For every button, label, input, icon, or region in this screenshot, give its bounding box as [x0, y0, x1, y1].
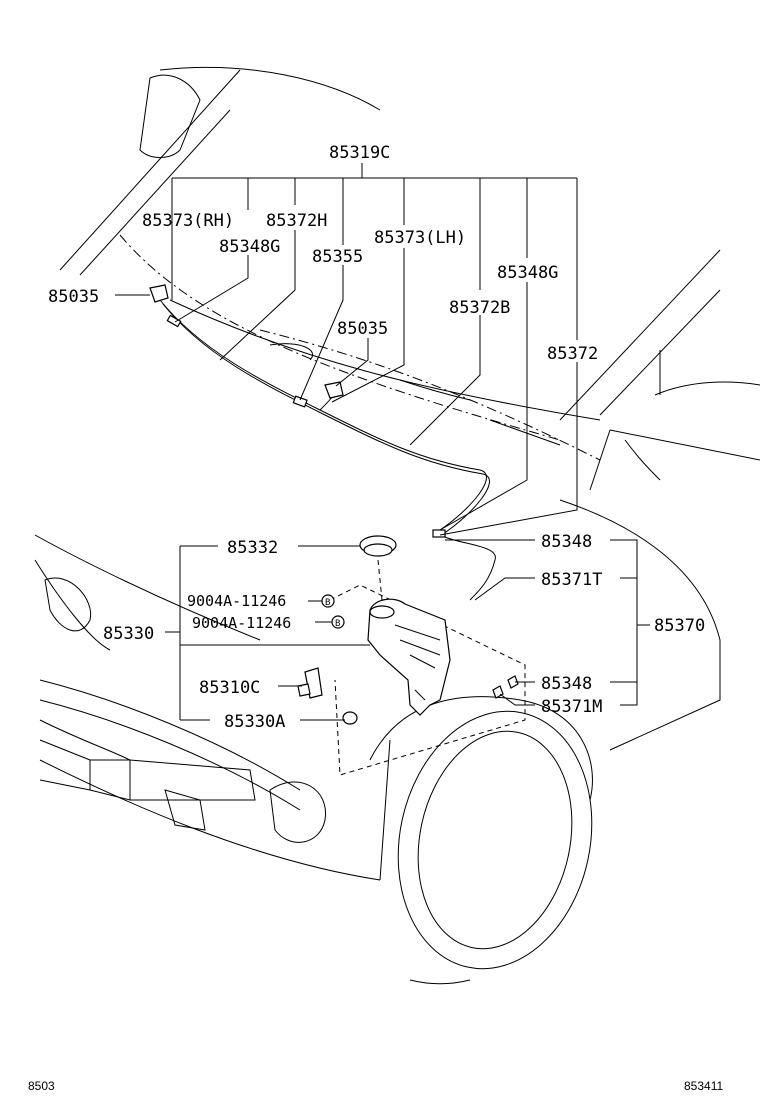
footer-right-code: 853411 — [684, 1079, 723, 1093]
hose-assembly — [149, 284, 496, 601]
hose-joint-85355 — [292, 395, 308, 408]
label-85373-lh: 85373(LH) — [374, 228, 466, 248]
leader-lines — [115, 230, 650, 721]
part-labels: 85319C 85373(RH) 85372H 85348G 85355 853… — [48, 143, 705, 732]
label-85035-left: 85035 — [48, 287, 99, 307]
connector-85348b — [507, 675, 519, 689]
label-85035-right: 85035 — [337, 319, 388, 339]
label-85332: 85332 — [227, 538, 278, 558]
washer-tank — [367, 598, 451, 716]
bolt-symbol-2: B — [335, 619, 340, 629]
label-85348-top: 85348 — [541, 532, 592, 552]
label-85372: 85372 — [547, 344, 598, 364]
label-85330: 85330 — [103, 624, 154, 644]
bracket-85319c — [171, 163, 578, 340]
washer-nozzle-lh — [324, 381, 344, 399]
pump-grommet — [342, 711, 358, 725]
hose-joint-85348 — [432, 529, 446, 538]
label-85371m: 85371M — [541, 697, 602, 717]
bolt-symbol-1: B — [325, 598, 330, 608]
label-85348g-right: 85348G — [497, 263, 558, 283]
label-85348-bottom: 85348 — [541, 674, 592, 694]
label-85319c: 85319C — [329, 143, 390, 163]
label-85370: 85370 — [654, 616, 705, 636]
label-85330a: 85330A — [224, 712, 285, 732]
hose-joint-85348g — [166, 314, 182, 328]
washer-nozzle-rh — [149, 284, 169, 303]
footer-left-code: 8503 — [28, 1079, 55, 1093]
connector-85371m — [492, 685, 504, 699]
label-90004a-2: 9004A-11246 — [192, 614, 291, 632]
label-90004a-1: 9004A-11246 — [187, 592, 286, 610]
label-85373-rh: 85373(RH) — [142, 211, 234, 231]
label-85372b: 85372B — [449, 298, 510, 318]
vehicle-outline — [34, 66, 760, 985]
label-85310c: 85310C — [199, 678, 260, 698]
washer-tank-assembly — [297, 535, 526, 776]
label-85371t: 85371T — [541, 570, 602, 590]
label-85372h: 85372H — [266, 211, 327, 231]
label-85355: 85355 — [312, 247, 363, 267]
label-85348g-left: 85348G — [219, 237, 280, 257]
